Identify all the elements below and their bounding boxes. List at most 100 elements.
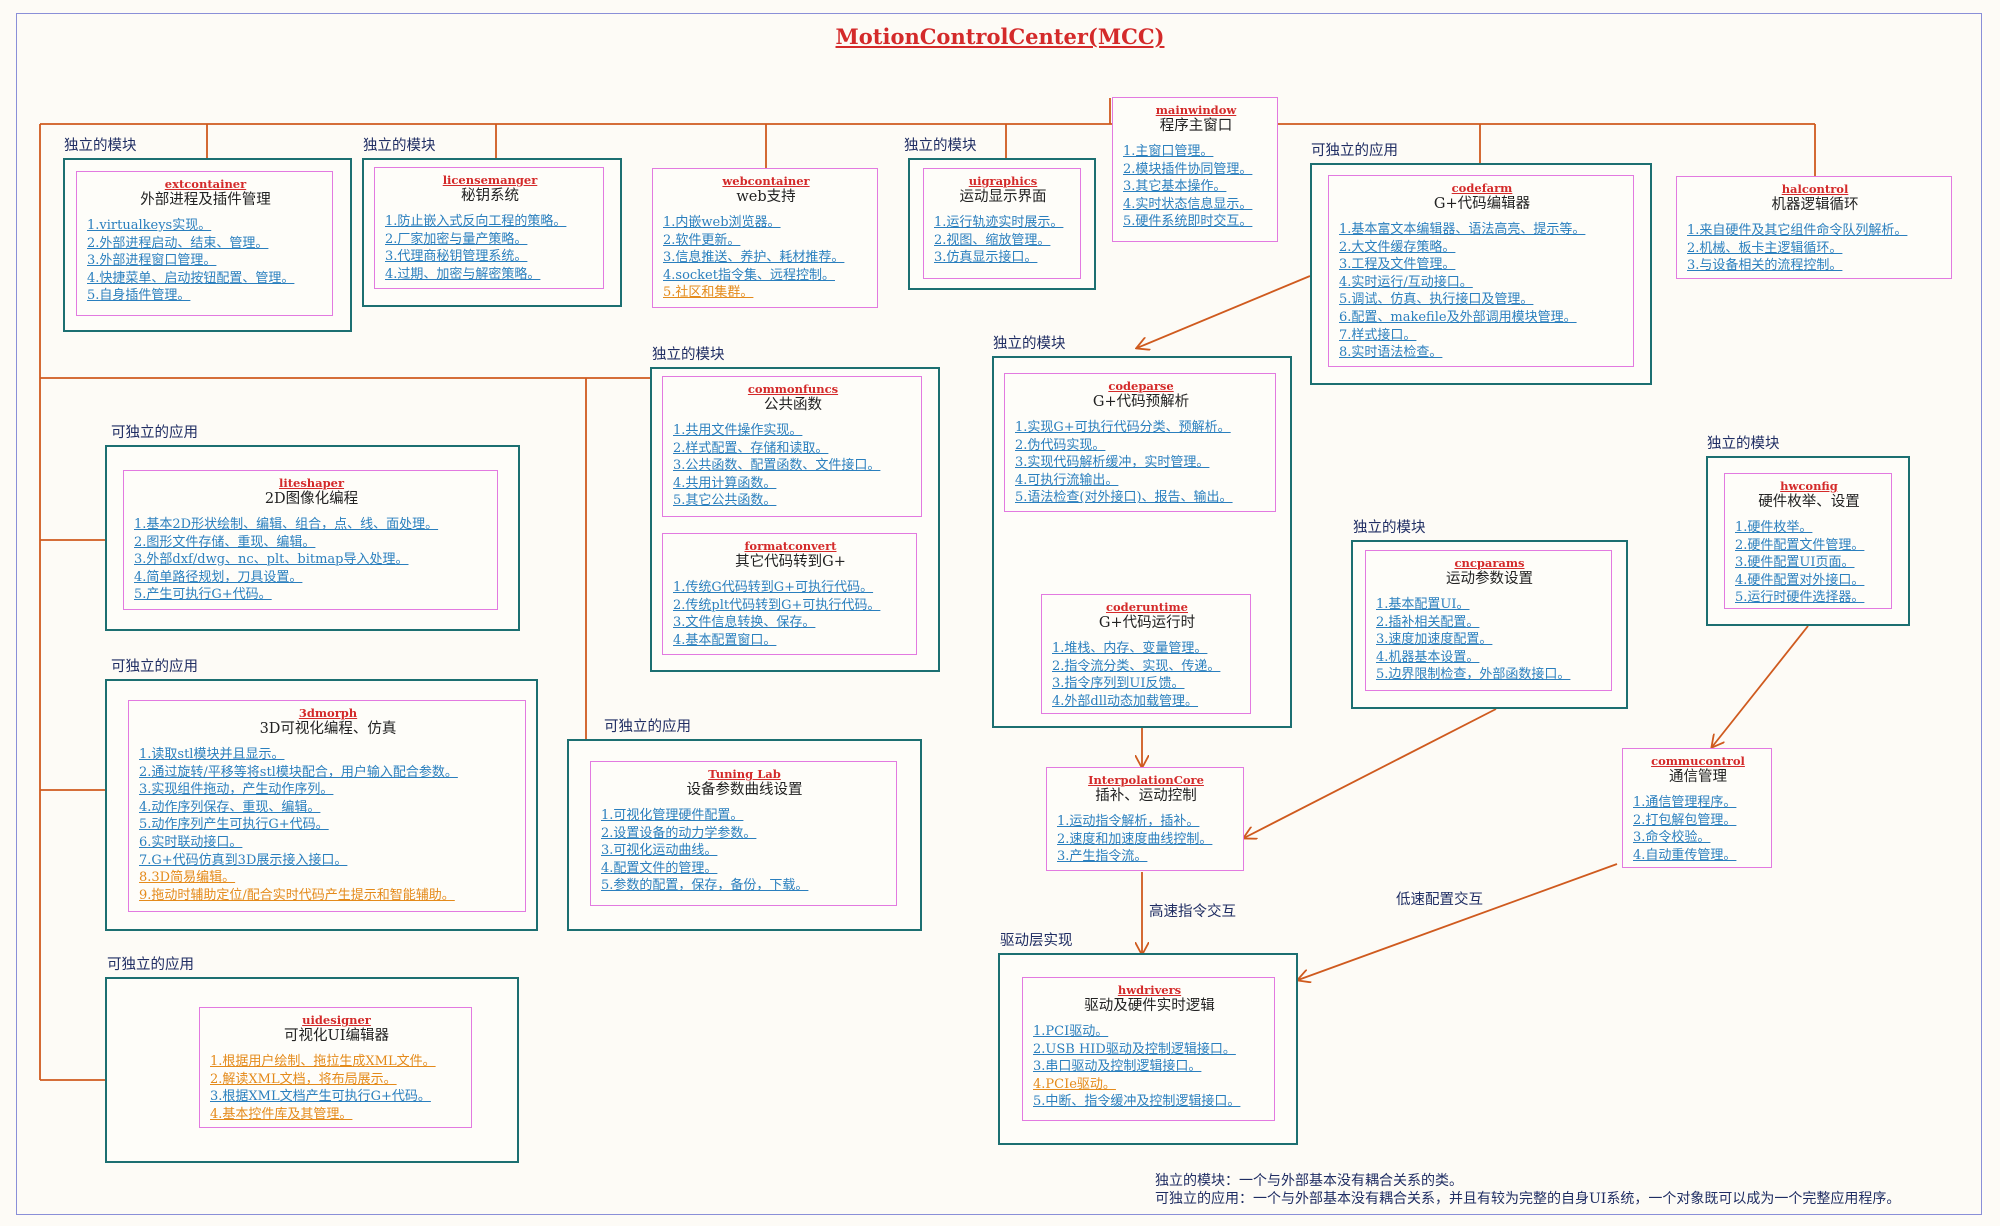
module-item: 5.中断、指令缓冲及控制逻辑接口。: [1033, 1093, 1266, 1111]
module-item-text: 3.速度加速度配置。: [1376, 632, 1493, 648]
commucontrol-name: commucontrol: [1651, 754, 1745, 768]
module-item-text: 3.与设备相关的流程控制。: [1687, 258, 1843, 274]
codefarm-name: codefarm: [1451, 181, 1513, 195]
liteshaper-module: liteshaper 2D图像化编程 1.基本2D形状绘制、编辑、组合，点、线、…: [123, 470, 498, 610]
module-item-text: 5.硬件系统即时交互。: [1123, 214, 1253, 230]
extcontainer-module: extcontainer 外部进程及插件管理 1.virtualkeys实现。2…: [76, 171, 333, 316]
liteshaper-title: 2D图像化编程: [264, 491, 359, 507]
module-item-text: 5.语法检查(对外接口)、报告、输出。: [1015, 490, 1233, 506]
module-item-text: 1.共用文件操作实现。: [673, 423, 803, 438]
module-item-text: 6.配置、makefile及外部调用模块管理。: [1339, 309, 1577, 325]
codefarm-module: codefarm G+代码编辑器 1.基本富文本编辑器、语法高亮、提示等。2.大…: [1328, 175, 1634, 367]
module-item: 3.外部进程窗口管理。: [87, 252, 324, 270]
module-item-text: 4.简单路径规划，刀具设置。: [134, 569, 303, 585]
module-item: 3.实现组件拖动，产生动作序列。: [139, 781, 517, 799]
tuninglab-name: Tuning Lab: [708, 767, 781, 781]
codefarm-title: G+代码编辑器: [1433, 196, 1531, 212]
module-item-text: 3.可视化运动曲线。: [601, 843, 718, 859]
webcontainer-items: 1.内嵌web浏览器。2.软件更新。3.信息推送、养护、耗材推荐。4.socke…: [663, 214, 869, 302]
cncparams-name: cncparams: [1454, 556, 1525, 570]
module-item: 1.读取stl模块并且显示。: [139, 746, 517, 764]
liteshaper-name: liteshaper: [278, 476, 345, 490]
module-item-text: 2.软件更新。: [663, 232, 741, 248]
module-item: 2.视图、缩放管理。: [934, 232, 1072, 250]
module-item-text: 8.3D简易编辑。: [139, 870, 236, 886]
module-item-text: 2.模块插件协同管理。: [1123, 161, 1253, 177]
module-item: 5.调试、仿真、执行接口及管理。: [1339, 291, 1625, 309]
hwconfig-category: 独立的模块: [1707, 436, 1780, 452]
diagram-title: MotionControlCenter(MCC): [835, 24, 1165, 49]
codefarm-category: 可独立的应用: [1311, 143, 1398, 159]
module-item: 3.实现代码解析缓冲，实时管理。: [1015, 454, 1267, 472]
halcontrol-module: halcontrol 机器逻辑循环 1.来自硬件及其它组件命令队列解析。2.机械…: [1676, 176, 1952, 279]
module-item-text: 5.动作序列产生可执行G+代码。: [139, 817, 329, 833]
module-item-text: 2.指令流分类、实现、传递。: [1052, 658, 1221, 674]
module-item-text: 1.PCI驱动。: [1033, 1024, 1109, 1039]
module-item-text: 5.边界限制检查，外部函数接口。: [1376, 667, 1571, 683]
extcontainer-title: 外部进程及插件管理: [140, 192, 271, 208]
module-item: 5.参数的配置，保存，备份，下载。: [601, 877, 888, 895]
uidesigner-name: uidesigner: [302, 1013, 371, 1027]
module-item: 3.外部dxf/dwg、nc、plt、bitmap导入处理。: [134, 551, 489, 569]
module-item: 4.实时状态信息显示。: [1123, 196, 1269, 214]
commucontrol-title: 通信管理: [1669, 769, 1727, 785]
module-item: 5.运行时硬件选择器。: [1735, 589, 1883, 607]
codeparse-name: codeparse: [1108, 379, 1174, 393]
module-item-text: 1.virtualkeys实现。: [87, 218, 212, 233]
module-item: 3.根据XML文档产生可执行G+代码。: [210, 1088, 463, 1106]
module-item-text: 1.通信管理程序。: [1633, 795, 1737, 810]
legend-line-2: 可独立的应用：一个与外部基本没有耦合关系，并且有较为完整的自身UI系统，一个对象…: [1155, 1191, 1901, 1207]
hwdrivers-module: hwdrivers 驱动及硬件实时逻辑 1.PCI驱动。 2.USB HID驱动及…: [1022, 977, 1275, 1121]
hwdrivers-name: hwdrivers: [1117, 983, 1182, 997]
module-item: 1.virtualkeys实现。: [87, 217, 324, 235]
module-item: 8.3D简易编辑。: [139, 869, 517, 887]
hwdrivers-items: 1.PCI驱动。2.USB HID驱动及控制逻辑接口。3.串口驱动及控制逻辑接口…: [1033, 1023, 1266, 1111]
uidesigner-category: 可独立的应用: [107, 957, 194, 973]
module-item: 5.语法检查(对外接口)、报告、输出。: [1015, 489, 1267, 507]
module-item-text: 4.基本配置窗口。: [673, 632, 777, 648]
module-item: 3.可视化运动曲线。: [601, 842, 888, 860]
module-item: 4.机器基本设置。: [1376, 649, 1603, 667]
hwdrivers-title: 驱动及硬件实时逻辑: [1084, 998, 1215, 1014]
codeparse-category: 独立的模块: [993, 336, 1066, 352]
module-item: 4.过期、加密与解密策略。: [385, 266, 595, 284]
licensemanger-items: 1.防止嵌入式反向工程的策略。2.厂家加密与量产策略。3.代理商秘钥管理系统。4…: [385, 213, 595, 283]
codefarm-to-codeparse-arrow: [1137, 275, 1311, 348]
extcontainer-category: 独立的模块: [64, 138, 137, 154]
codeparse-title: G+代码预解析: [1092, 394, 1190, 410]
module-item-text: 2.机械、板卡主逻辑循环。: [1687, 240, 1843, 256]
module-item-text: 3.根据XML文档产生可执行G+代码。: [210, 1089, 431, 1105]
high-speed-label: 高速指令交互: [1149, 904, 1236, 920]
module-item: 3.公共函数、配置函数、文件接口。: [673, 457, 913, 475]
module-item-text: 2.USB HID驱动及控制逻辑接口。: [1033, 1041, 1236, 1057]
module-item-text: 4.外部dll动态加载管理。: [1052, 693, 1199, 709]
module-item-text: 5.运行时硬件选择器。: [1735, 590, 1865, 606]
module-item-text: 4.动作序列保存、重现、编辑。: [139, 799, 321, 815]
uidesigner-title: 可视化UI编辑器: [284, 1028, 389, 1044]
module-item-text: 3.信息推送、养护、耗材推荐。: [663, 250, 845, 266]
cncparams-title: 运动参数设置: [1446, 571, 1533, 587]
module-item: 4.可执行流输出。: [1015, 472, 1267, 490]
module-item-text: 2.速度和加速度曲线控制。: [1057, 831, 1213, 847]
hwdrivers-category: 驱动层实现: [1000, 933, 1073, 949]
module-item: 2.模块插件协同管理。: [1123, 161, 1269, 179]
interpolationcore-title: 插补、运动控制: [1095, 788, 1197, 804]
commonfuncs-name: commonfuncs: [747, 382, 839, 396]
3dmorph-title: 3D可视化编程、仿真: [259, 721, 397, 737]
licensemanger-category: 独立的模块: [363, 138, 436, 154]
module-item: 5.自身插件管理。: [87, 287, 324, 305]
module-item-text: 4.自动重传管理。: [1633, 847, 1737, 863]
module-item: 1.基本配置UI。: [1376, 596, 1603, 614]
module-item: 4.快捷菜单、启动按钮配置、管理。: [87, 270, 324, 288]
formatconvert-module: formatconvert 其它代码转到G+ 1.传统G代码转到G+可执行代码。…: [662, 533, 917, 655]
module-item-text: 1.基本配置UI。: [1376, 597, 1470, 612]
module-item: 2.打包解包管理。: [1633, 812, 1763, 830]
module-item: 3.工程及文件管理。: [1339, 256, 1625, 274]
module-item: 2.大文件缓存策略。: [1339, 239, 1625, 257]
module-item: 4.配置文件的管理。: [601, 860, 888, 878]
diagram-frame: [16, 13, 1982, 1215]
module-item-text: 1.来自硬件及其它组件命令队列解析。: [1687, 223, 1908, 238]
module-item: 3.指令序列到UI反馈。: [1052, 675, 1242, 693]
tuninglab-category: 可独立的应用: [604, 719, 691, 735]
